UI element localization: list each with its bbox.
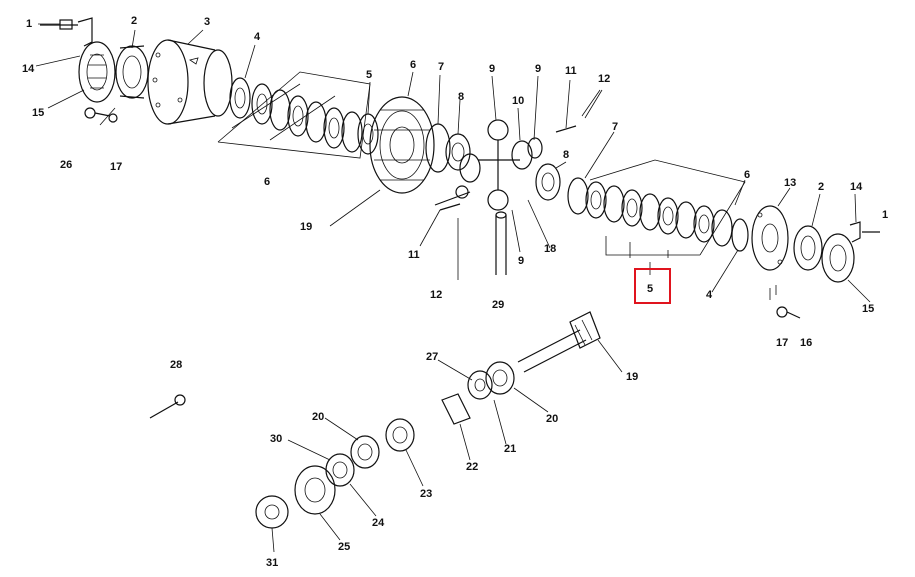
callout-20-lower: 20: [312, 411, 324, 423]
thrust-washer-10: [527, 137, 543, 159]
callout-12-bottom: 12: [430, 289, 442, 301]
callout-5-left: 5: [366, 69, 372, 81]
callout-14-right: 14: [850, 181, 863, 193]
callout-16: 16: [800, 337, 812, 349]
callout-27: 27: [426, 351, 438, 363]
callout-1: 1: [26, 18, 32, 30]
pin-12: [457, 89, 601, 280]
callout-17: 17: [110, 161, 122, 173]
bearing-20-upper: [485, 361, 515, 395]
callout-1-right: 1: [882, 209, 888, 221]
right-clutch-disc-stack-5: [567, 177, 733, 247]
callout-13: 13: [784, 177, 796, 189]
callout-8-right: 8: [563, 149, 569, 161]
callout-14: 14: [22, 63, 35, 75]
bearing-23: [385, 418, 415, 452]
callout-21: 21: [504, 443, 516, 455]
left-bearing-cone-2: [115, 45, 149, 99]
callout-17-right: 17: [776, 337, 788, 349]
sleeve-22: [441, 393, 471, 425]
callout-10: 10: [512, 95, 524, 107]
right-bearing-cone-2: [793, 225, 823, 271]
left-bolt-26-17: [84, 107, 118, 126]
drive-pinion-shaft-19: [517, 311, 601, 373]
left-bearing-cup-15: [78, 41, 116, 103]
callout-7-right: 7: [612, 121, 618, 133]
callout-9-right: 9: [535, 63, 541, 75]
bearing-race-25: [294, 465, 336, 515]
differential-case-half-3: [147, 39, 233, 125]
callout-11-bottom: 11: [408, 249, 420, 261]
callout-26: 26: [60, 159, 72, 171]
ring-gear-19: [369, 96, 435, 194]
callout-6-right: 6: [744, 169, 750, 181]
callout-11-top: 11: [565, 65, 577, 77]
right-case-half-13: [751, 205, 789, 271]
cross-shaft-29: [495, 211, 507, 275]
callout-23: 23: [420, 488, 432, 500]
spacer-27-21: [467, 370, 493, 400]
callout-3: 3: [204, 16, 210, 28]
highlighted-callout-5-label: 5: [647, 283, 653, 295]
highlighted-callout-5: 5: [634, 268, 671, 304]
callout-12-top: 12: [598, 73, 610, 85]
left-thrust-washer-4: [229, 77, 251, 119]
nut-31: [255, 495, 289, 529]
callout-28: 28: [170, 359, 182, 371]
callout-6-left: 6: [264, 176, 270, 188]
right-side-gear-8: [535, 163, 561, 201]
callout-18: 18: [544, 243, 556, 255]
callout-9-bottom: 9: [518, 255, 524, 267]
callout-25: 25: [338, 541, 350, 553]
callout-7-left: 7: [438, 61, 444, 73]
bearing-20-lower: [350, 435, 380, 469]
right-bolt-17-16: [769, 285, 801, 319]
callout-6-ring: 6: [410, 59, 416, 71]
right-bolt-1: [849, 221, 880, 243]
callout-8-left: 8: [458, 91, 464, 103]
callout-30: 30: [270, 433, 282, 445]
spider-pin-11: [439, 125, 577, 211]
bolt-28: [149, 394, 186, 419]
callout-19-pinion: 19: [626, 371, 638, 383]
right-bearing-cup-15: [821, 233, 855, 283]
callout-15: 15: [32, 107, 44, 119]
callout-15-right: 15: [862, 303, 874, 315]
right-disc-bracket-6: [589, 159, 746, 258]
callout-9-top: 9: [489, 63, 495, 75]
callout-4-right: 4: [706, 289, 713, 301]
callout-19-ring: 19: [300, 221, 312, 233]
callout-2-right: 2: [818, 181, 824, 193]
callout-24: 24: [372, 517, 385, 529]
callout-2: 2: [131, 15, 137, 27]
left-bolt-1: [40, 17, 93, 47]
leader-lines: [35, 23, 871, 553]
spider-cross-assembly: [434, 119, 533, 211]
left-clutch-disc-stack-5: [251, 83, 379, 155]
right-thrust-washer-4: [731, 218, 749, 252]
callout-22: 22: [466, 461, 478, 473]
callout-4: 4: [254, 31, 261, 43]
callout-20-upper: 20: [546, 413, 558, 425]
cage-24-30: [325, 453, 355, 487]
callout-31: 31: [266, 557, 278, 569]
callout-29: 29: [492, 299, 504, 311]
